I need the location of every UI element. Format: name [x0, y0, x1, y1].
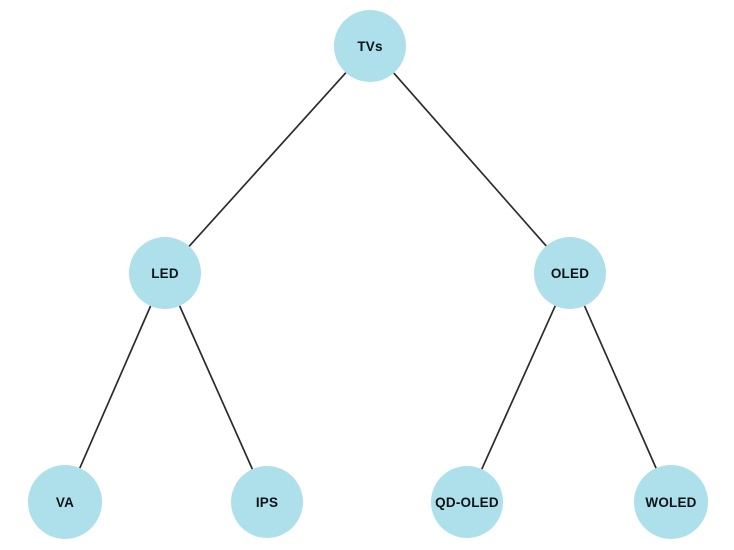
tree-node-label-tvs: TVs — [357, 39, 382, 54]
tree-node-circle-va[interactable] — [28, 465, 102, 539]
tree-node-circle-qd-oled[interactable] — [431, 466, 503, 538]
tree-edge-led-va — [79, 305, 152, 469]
tree-node-oled[interactable]: OLED — [534, 237, 606, 309]
tree-node-label-oled: OLED — [551, 266, 589, 281]
tree-edge-oled-qd-oled — [480, 305, 557, 470]
tree-node-circle-oled[interactable] — [534, 237, 606, 309]
tree-edge-tvs-oled — [393, 72, 547, 247]
tree-node-ips[interactable]: IPS — [231, 466, 303, 538]
tree-edge-tvs-led — [188, 72, 347, 247]
tree-node-led[interactable]: LED — [129, 237, 201, 309]
tree-node-circle-ips[interactable] — [231, 466, 303, 538]
tree-edge-oled-woled — [583, 305, 657, 469]
tree-node-va[interactable]: VA — [28, 465, 102, 539]
tree-node-label-qd-oled: QD-OLED — [435, 495, 499, 510]
edges-layer — [79, 72, 657, 470]
tree-node-tvs[interactable]: TVs — [334, 10, 406, 82]
tree-node-label-woled: WOLED — [645, 495, 696, 510]
tree-node-label-va: VA — [56, 495, 74, 510]
tree-node-qd-oled[interactable]: QD-OLED — [431, 466, 503, 538]
tree-node-circle-led[interactable] — [129, 237, 201, 309]
tree-node-woled[interactable]: WOLED — [634, 465, 708, 539]
tree-edge-led-ips — [178, 305, 254, 470]
tree-node-label-ips: IPS — [256, 495, 278, 510]
tree-node-circle-woled[interactable] — [634, 465, 708, 539]
tree-node-circle-tvs[interactable] — [334, 10, 406, 82]
tree-node-label-led: LED — [151, 266, 179, 281]
